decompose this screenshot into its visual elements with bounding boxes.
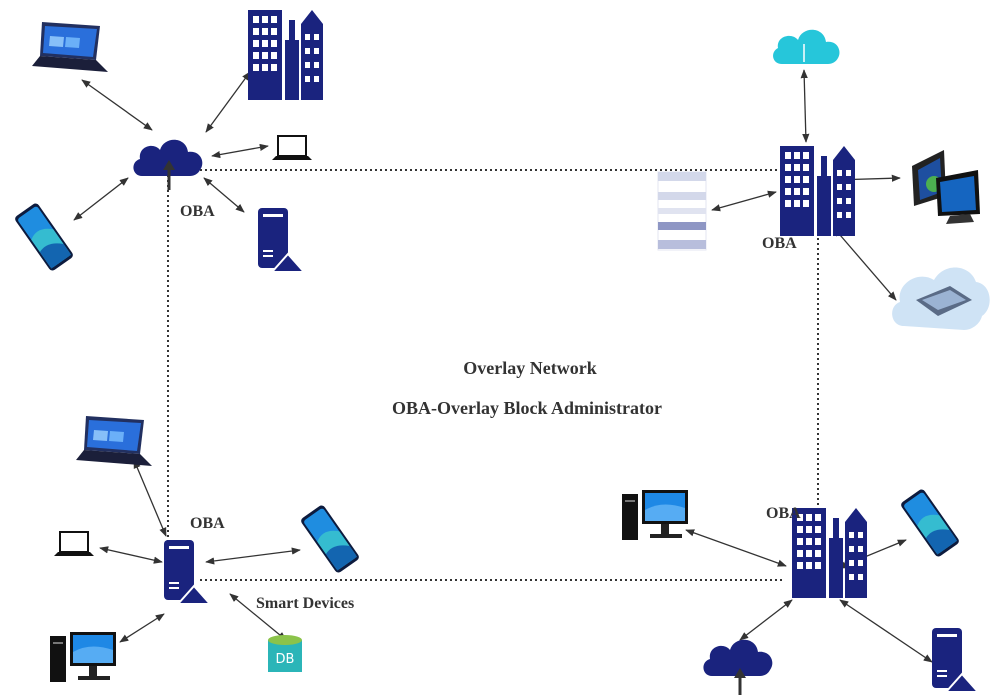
phone-icon xyxy=(899,487,961,559)
upload-arrow-icon xyxy=(163,160,175,190)
oba-label-bottom-left: OBA xyxy=(190,515,225,532)
cloud-data-icon xyxy=(892,267,990,330)
desktop-computer-icon xyxy=(50,632,116,682)
connection-arrows xyxy=(73,69,933,663)
diagram-subtitle: OBA-Overlay Block Administrator xyxy=(392,398,662,418)
diagram-title: Overlay Network xyxy=(463,358,596,378)
building-icon xyxy=(792,508,867,598)
smart-devices-label: Smart Devices xyxy=(256,595,354,612)
oba-label-top-left: OBA xyxy=(180,203,215,220)
top-left-cluster: OBA xyxy=(13,10,323,273)
oba-label-bottom-right: OBA xyxy=(766,505,801,522)
bottom-left-cluster: DB OBA Smart Devices xyxy=(50,416,361,682)
bottom-right-cluster: OBA xyxy=(622,487,979,695)
database-icon: DB xyxy=(268,635,302,672)
upload-arrow-icon xyxy=(734,668,746,695)
phone-icon xyxy=(299,503,361,575)
ledger-icon xyxy=(657,171,707,251)
server-icon xyxy=(257,207,305,273)
building-icon xyxy=(780,146,855,236)
top-right-cluster: OBA xyxy=(657,29,990,330)
cloud-upload-icon xyxy=(773,29,840,64)
server-icon xyxy=(163,539,211,605)
oba-label-top-right: OBA xyxy=(762,235,797,252)
laptop-icon xyxy=(76,416,152,466)
db-label: DB xyxy=(276,652,295,667)
monitor-icon xyxy=(912,150,980,224)
desktop-computer-icon xyxy=(622,490,688,540)
small-laptop-icon xyxy=(271,135,313,161)
phone-icon xyxy=(13,201,75,273)
building-icon xyxy=(248,10,323,100)
small-laptop-icon xyxy=(53,531,95,557)
laptop-icon xyxy=(32,22,108,72)
server-icon xyxy=(931,627,979,693)
overlay-network-links xyxy=(167,169,819,581)
cloud-icon xyxy=(703,639,773,676)
